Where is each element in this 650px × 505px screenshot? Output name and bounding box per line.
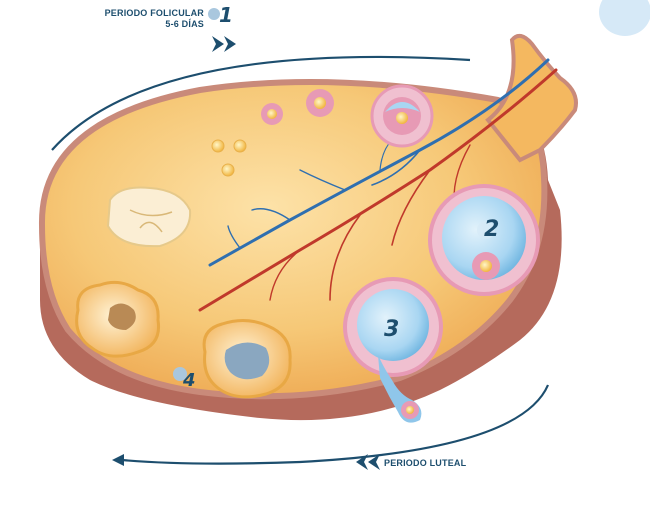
follicular-phase-title: PERIODO FOLICULAR [104, 8, 204, 18]
stage-number-2: 2 [484, 217, 499, 242]
follicular-chevron-icon [212, 36, 236, 52]
luteal-arrow-head [112, 454, 124, 466]
stage-number-3: 3 [384, 317, 399, 342]
follicular-arc-arrow [51, 55, 471, 151]
luteal-phase-label: PERIODO LUTEAL [384, 458, 474, 469]
stage-number-4: 4 [182, 370, 196, 391]
luteal-arc-arrow [121, 384, 550, 465]
decorative-blob [599, 0, 650, 36]
corpus-luteum [202, 319, 292, 399]
luteal-phase-title: PERIODO LUTEAL [384, 458, 467, 468]
primordial-follicles [211, 84, 434, 177]
stage-marker-2: 2 [477, 217, 499, 242]
follicular-phase-label: PERIODO FOLICULAR 5-6 DÍAS [92, 8, 204, 30]
stage-marker-1: 1 [208, 3, 233, 27]
blood-vessels [198, 58, 558, 312]
ovulating-follicle [343, 277, 443, 423]
luteal-chevron-icon [356, 454, 380, 470]
stage-number-1: 1 [219, 3, 233, 27]
stage-marker-4: 4 [173, 367, 196, 391]
stage-marker-3: 3 [384, 317, 399, 342]
corpus-albicans [106, 186, 192, 248]
corpus-luteum-old [75, 280, 161, 358]
follicular-phase-duration: 5-6 DÍAS [165, 19, 204, 29]
